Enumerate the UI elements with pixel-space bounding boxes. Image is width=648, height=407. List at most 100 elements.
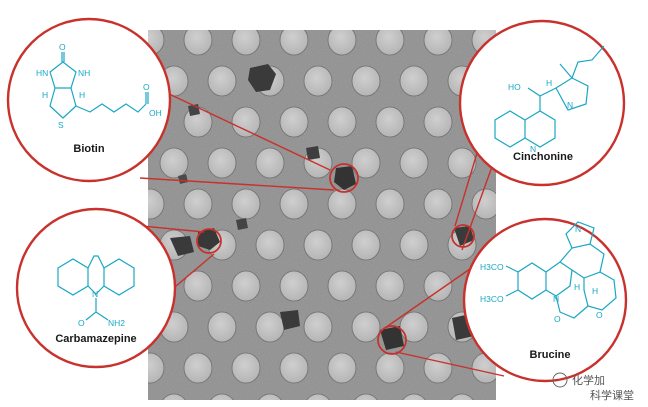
grid-hole [399,229,429,261]
cage-ring-b [565,221,595,249]
atom-label: O [78,318,85,328]
atom-label: O [59,42,66,52]
azepine-top [87,255,105,269]
grid-hole [255,147,285,179]
grid-hole [327,270,357,302]
grid-hole [255,229,285,261]
grid-hole [354,393,378,400]
atom-label: H3CO [480,262,504,272]
biotin-structure [49,52,149,119]
grid-hole [351,65,381,97]
atom-label: H3CO [480,294,504,304]
grid-hole [423,188,453,220]
brucine-atoms: H3CO H3CO N N O O H H [480,224,603,324]
grid-hole [159,147,189,179]
grid-hole [423,30,453,56]
grid-hole [351,229,381,261]
carbamazepine-structure [57,255,135,321]
callout-line-biotin-bottom [139,177,335,191]
grid-hole [231,188,261,220]
atom-label: O [596,310,603,320]
grid-hole [279,30,309,56]
grid-hole [375,188,405,220]
grid-hole [231,352,261,384]
callout-bubbles [6,17,628,383]
grid-hole [255,311,285,343]
grid-hole [375,30,405,56]
crystal [306,146,320,160]
grid-hole [279,270,309,302]
callout-line-brucine-bottom [395,351,505,377]
grid-hole [279,106,309,138]
carbonyl-bond [145,92,149,104]
atom-label: S [58,120,64,130]
azepine-bottom [87,285,105,295]
grid-hole [351,147,381,179]
atom-label: N [575,224,581,234]
grid-hole [447,147,477,179]
grid-hole [183,188,213,220]
crystal-highlights [196,163,475,355]
imidazolidinone-ring [49,61,77,89]
crystal-biotin [334,166,356,190]
atom-label: NH [78,68,90,78]
watermark: 化学加 科学课堂 [552,372,634,402]
grid-hole [402,393,426,400]
grid-hole [327,106,357,138]
grid-hole [303,65,333,97]
highlight-cinchonine [451,224,475,248]
atom-label: OH [149,108,162,118]
atom-label: HO [508,82,521,92]
grid-hole [303,229,333,261]
crystal-carbamazepine [198,228,220,250]
grid-hole [375,270,405,302]
indoline-ring [545,261,573,297]
molecule-label-biotin: Biotin [73,143,104,155]
grid-hole [306,393,330,400]
watermark-logo-icon [552,372,568,388]
molecule-label-brucine: Brucine [530,349,571,361]
grid-hole [183,270,213,302]
grid-hole [279,188,309,220]
bubble-biotin [6,17,172,183]
crystal-brucine [380,326,404,350]
lactam-ring [555,295,589,319]
grid-hole [183,352,213,384]
crystal [236,218,248,230]
atom-label: N [530,144,536,154]
grid-hole [210,393,234,400]
grid-hole [207,147,237,179]
cinchonine-atoms: HO H N N [508,78,573,154]
crystal [170,236,194,256]
methoxy-bonds [505,265,519,297]
grid-hole [399,65,429,97]
grid-hole [375,352,405,384]
grid-hole [231,270,261,302]
atom-label: H [79,90,85,100]
grid-hole [258,393,282,400]
vinyl-group [571,45,605,79]
valeric-chain [75,103,147,113]
watermark-subtext: 科学课堂 [590,388,634,402]
grid-hole [423,106,453,138]
molecule-label-carbamazepine: Carbamazepine [55,333,136,345]
thiophane-ring [49,87,77,119]
grid-hole [327,188,357,220]
biotin-atoms: O HN NH H H S O OH [36,42,162,130]
grid-hole [399,147,429,179]
grid-hole [327,352,357,384]
cinchonine-structure [494,45,605,148]
grid-hole [450,393,474,400]
carbamazepine-atoms: N O NH2 [78,289,125,328]
atom-label: O [143,82,150,92]
cage-ring-c [583,271,617,311]
grid-hole [279,352,309,384]
grid-hole [423,352,453,384]
grid-hole [207,65,237,97]
pyridine-ring [524,110,556,148]
bubble-carbamazepine [15,207,177,369]
grid-hole [183,30,213,56]
grid-hole [471,188,496,220]
highlight-brucine [377,325,407,355]
